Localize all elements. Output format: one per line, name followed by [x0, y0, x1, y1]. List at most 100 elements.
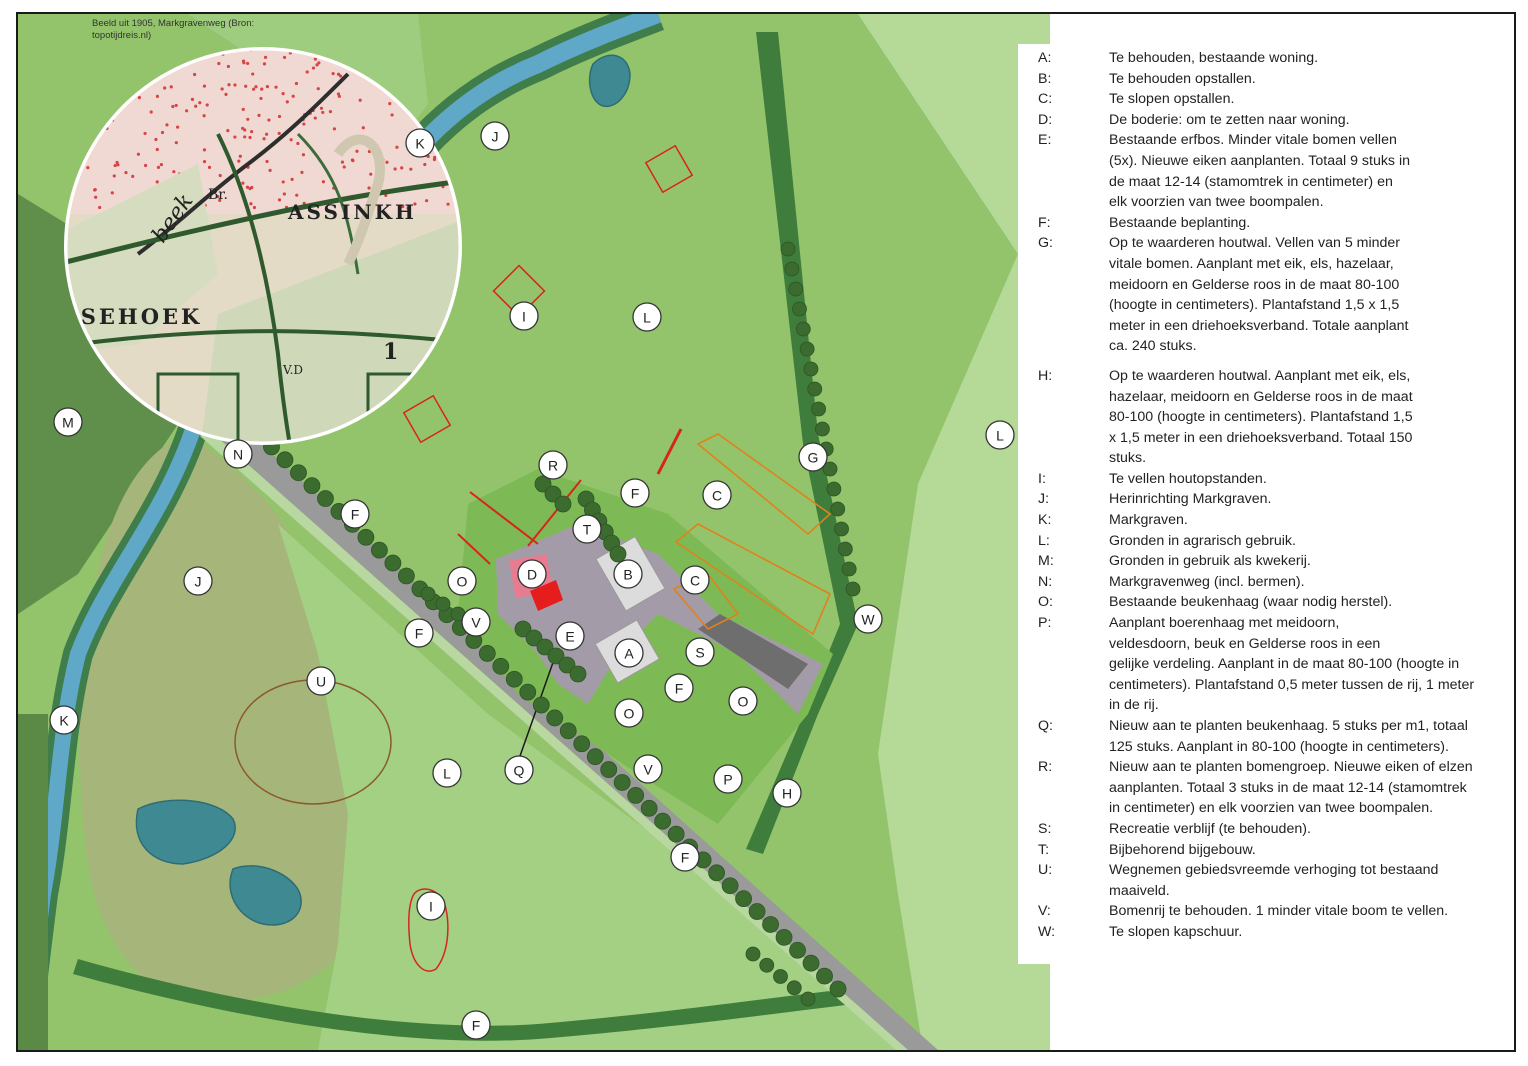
- legend-item-a: A: Te behouden, bestaande woning.: [1038, 48, 1498, 69]
- tree: [276, 451, 294, 469]
- caption-line: topotijdreis.nl): [92, 30, 152, 41]
- road-verge: [200, 429, 908, 1050]
- tree: [586, 748, 604, 766]
- tree: [569, 665, 587, 683]
- svg-text:O: O: [457, 574, 468, 590]
- tree: [478, 645, 496, 662]
- tree: [420, 586, 436, 602]
- legend-line: stuks.: [1109, 450, 1147, 467]
- tree: [370, 541, 388, 559]
- svg-text:N: N: [233, 447, 243, 463]
- svg-text:R: R: [548, 458, 558, 474]
- map-marker-k: K: [49, 705, 79, 735]
- map-marker-s: S: [685, 637, 715, 667]
- svg-text:E: E: [565, 629, 574, 645]
- svg-text:P: P: [723, 772, 732, 788]
- legend-description: Te vellen houtopstanden.: [1109, 469, 1498, 490]
- tree: [773, 969, 788, 984]
- map-marker-b: B: [613, 559, 643, 589]
- legend-description: Gronden in agrarisch gebruik.: [1109, 531, 1498, 552]
- legend-key: O:: [1038, 594, 1053, 611]
- tree: [815, 421, 830, 437]
- tree: [807, 381, 823, 397]
- legend-line: aanplanten. Totaal 3 stuks in de maat 12…: [1109, 779, 1467, 796]
- legend-key: J:: [1038, 491, 1050, 508]
- map-marker-p: P: [713, 764, 743, 794]
- legend-item-i: I: Te vellen houtopstanden.: [1038, 469, 1498, 490]
- legend-key: W:: [1038, 923, 1056, 940]
- tree: [435, 596, 451, 612]
- legend-key: Q:: [1038, 718, 1053, 734]
- legend-item-f: F: Bestaande beplanting.: [1038, 213, 1498, 234]
- building-w-shed: [698, 614, 808, 689]
- legend-description: Aanplant boerenhaag met meidoorn,veldesd…: [1109, 613, 1498, 716]
- map-marker-a: A: [614, 638, 644, 668]
- legend-key: V:: [1038, 903, 1051, 920]
- legend-line: Nieuw aan te planten beukenhaag. 5 stuks…: [1109, 718, 1468, 734]
- legend-description: Markgraven.: [1109, 510, 1498, 531]
- legend-line: centimeters). Plantafstand 0,5 meter tus…: [1109, 676, 1475, 693]
- map-marker-l: L: [632, 302, 662, 332]
- legend-description: Te slopen kapschuur.: [1109, 922, 1498, 943]
- tree: [600, 761, 618, 778]
- svg-text:B: B: [623, 567, 632, 583]
- svg-text:1: 1: [383, 339, 398, 365]
- historic-map-inset: beek Br. ASSINKH SSEHOEK V.D 1: [64, 47, 462, 445]
- legend-key: N:: [1038, 573, 1053, 590]
- legend-line: meidoorn en Gelderse roos in de maat 80-…: [1109, 276, 1400, 293]
- map-marker-j: J: [480, 121, 510, 151]
- remove-line: [656, 428, 683, 475]
- svg-text:C: C: [712, 488, 722, 504]
- legend-key: I:: [1038, 470, 1046, 487]
- legend-key: F:: [1038, 214, 1051, 231]
- tree: [384, 554, 402, 572]
- legend-line: Bestaande beplanting.: [1109, 214, 1251, 231]
- legend-line: Bijbehorend bijgebouw.: [1109, 841, 1256, 858]
- map-marker-e: E: [555, 621, 585, 651]
- svg-text:G: G: [808, 450, 819, 466]
- legend-description: Bestaande erfbos. Minder vitale bomen ve…: [1109, 130, 1498, 212]
- tree: [803, 361, 819, 377]
- legend-line: Te vellen houtopstanden.: [1109, 470, 1267, 487]
- svg-text:J: J: [195, 574, 202, 590]
- legend-description: Te behouden, bestaande woning.: [1109, 48, 1498, 69]
- svg-text:H: H: [782, 786, 792, 802]
- tree: [609, 545, 627, 563]
- tree: [534, 475, 552, 493]
- legend-item-k: K:Markgraven.: [1038, 510, 1498, 531]
- remove-line: [527, 479, 582, 547]
- legend-line: in centimeter) en elk voorzien van twee …: [1109, 800, 1434, 817]
- tree: [735, 890, 752, 908]
- tree: [544, 485, 562, 503]
- legend-line: hazelaar, meidoorn en Gelderse roos in d…: [1109, 388, 1413, 405]
- legend-description: Nieuw aan te planten beukenhaag. 5 stuks…: [1109, 716, 1498, 757]
- legend-item-t: T:Bijbehorend bijgebouw.: [1038, 840, 1498, 861]
- legend-description: Op te waarderen houtwal. Aanplant met ei…: [1109, 366, 1498, 469]
- markgraven-reconstruction-area: [79, 434, 358, 1004]
- legend-key: G:: [1038, 235, 1053, 252]
- svg-text:F: F: [351, 507, 360, 523]
- tree: [303, 477, 321, 495]
- svg-text:K: K: [415, 136, 425, 152]
- legend-item-h: H: Op te waarderen houtwal. Aanplant met …: [1038, 366, 1498, 469]
- tree: [800, 991, 816, 1007]
- svg-text:F: F: [472, 1018, 481, 1034]
- legend-key: H:: [1038, 367, 1053, 384]
- legend-key: U:: [1038, 862, 1053, 879]
- svg-text:L: L: [996, 428, 1004, 444]
- map-marker-f: F: [664, 673, 694, 703]
- legend-key: A:: [1038, 50, 1052, 66]
- map-marker-f: F: [461, 1010, 491, 1040]
- tree: [525, 629, 543, 647]
- legend-line: Recreatie verblijf (te behouden).: [1109, 820, 1311, 837]
- legend-line: in de rij.: [1109, 697, 1159, 714]
- tree: [559, 722, 577, 740]
- legend-item-l: L:Gronden in agrarisch gebruik.: [1038, 531, 1498, 552]
- legend-line: ca. 240 stuks.: [1109, 338, 1197, 355]
- legend-item-g: G:Op te waarderen houtwal. Vellen van 5 …: [1038, 233, 1498, 357]
- tree: [811, 401, 826, 417]
- legend-key: M:: [1038, 553, 1054, 570]
- svg-text:T: T: [583, 522, 592, 538]
